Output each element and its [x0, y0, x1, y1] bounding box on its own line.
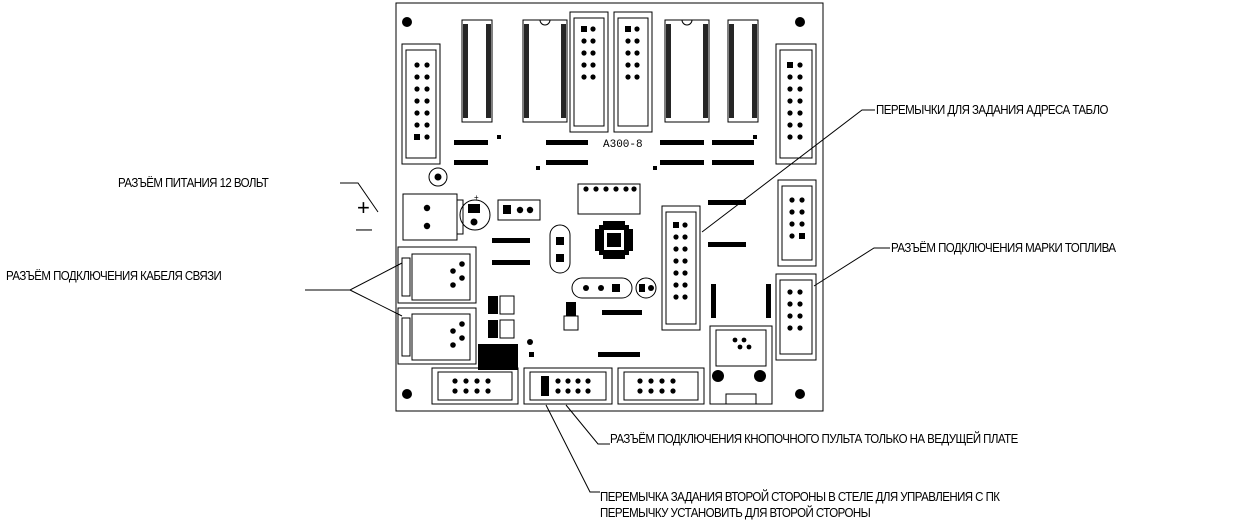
rj-jack [709, 325, 773, 405]
board-outline [395, 2, 824, 412]
header-connector [613, 11, 653, 133]
mounting-hole [795, 389, 805, 399]
label-address-jumpers: ПЕРЕМЫЧКИ ДЛЯ ЗАДАНИЯ АДРЕСА ТАБЛО [876, 103, 1108, 117]
label-power-connector: РАЗЪЁМ ПИТАНИЯ 12 ВОЛЬТ [118, 176, 269, 190]
label-second-side-jumper-line2: ПЕРЕМЫЧКУ УСТАНОВИТЬ ДЛЯ ВТОРОЙ СТОРОНЫ [600, 506, 871, 520]
label-second-side-jumper-line1: ПЕРЕМЫЧКА ЗАДАНИЯ ВТОРОЙ СТОРОНЫ В СТЕЛЕ… [600, 490, 1000, 504]
mounting-hole [795, 17, 805, 27]
capacitor [428, 167, 448, 187]
leader-lines [305, 109, 890, 493]
svg-text:+: + [474, 193, 479, 202]
dip-socket [522, 19, 568, 123]
cable-connector [397, 246, 477, 304]
header-connector [569, 11, 609, 133]
soic-chip [488, 296, 576, 338]
crystal [549, 224, 571, 274]
label-keypad-connector: РАЗЪЁМ ПОДКЛЮЧЕНИЯ КНОПОЧНОГО ПУЛЬТА ТОЛ… [610, 432, 1018, 446]
header-connector [431, 367, 519, 405]
address-jumpers-header [661, 205, 701, 331]
fuel-grade-connector [775, 273, 817, 361]
smd-component [499, 295, 579, 339]
board-marking: А300-8 [603, 139, 643, 151]
header-connector [617, 367, 705, 405]
mounting-hole [402, 389, 412, 399]
mounting-hole [402, 17, 412, 27]
dip-socket [727, 19, 759, 123]
plus-sign: + [357, 195, 370, 220]
header-connector [777, 179, 817, 267]
power-connector [402, 193, 464, 241]
ic-socket [577, 183, 641, 215]
keypad-connector [523, 367, 613, 405]
label-cable-connector: РАЗЪЁМ ПОДКЛЮЧЕНИЯ КАБЕЛЯ СВЯЗИ [6, 269, 222, 283]
label-fuel-grade-connector: РАЗЪЁМ ПОДКЛЮЧЕНИЯ МАРКИ ТОПЛИВА [891, 241, 1116, 255]
three-pin-jumper [571, 277, 633, 299]
smd-resistor-array [454, 140, 754, 357]
header-connector [775, 43, 817, 165]
electrolytic-capacitor: + [459, 193, 491, 231]
smd-small-part [711, 284, 771, 318]
three-pin-header [497, 199, 541, 221]
microcontroller [595, 221, 633, 259]
dip-socket [461, 19, 493, 123]
capacitor [635, 277, 657, 299]
minus-sign: — [356, 221, 372, 238]
smd-small-part [497, 135, 757, 357]
cable-connector [397, 307, 477, 365]
dip-socket [664, 19, 710, 123]
black-block-component [478, 344, 518, 370]
header-connector [401, 43, 441, 165]
